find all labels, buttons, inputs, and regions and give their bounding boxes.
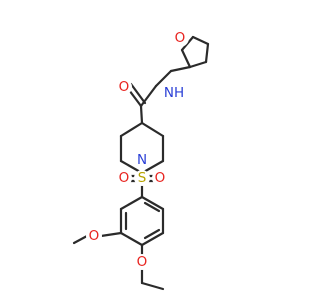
bond-ar-4 [119,231,144,247]
bond-ar-1 [140,195,165,211]
bond-co-2 [129,82,147,105]
bond-ar-6 [119,195,144,211]
methoxy-oxygen-lower-label: O [137,254,148,270]
structure-canvas: O NH O N S O O O O [72,29,210,291]
sulfonyl-oxygen-right-label: O [155,170,166,186]
carbonyl-oxygen-label: O [119,79,130,95]
atom-labels: O NH O N S O O O O [89,30,186,270]
bond-thf-2 [191,35,210,46]
bond-ar-double-2 [143,228,161,240]
amide-nh-label: NH [164,85,184,101]
bond-thf-1 [180,35,195,52]
bond-ome-upper-1 [99,231,123,238]
bond-ch2-1 [169,65,192,73]
ring-oxygen-label: O [175,30,186,46]
bond-thf-4 [188,60,208,69]
methoxy-oxygen-upper-label: O [89,228,100,244]
bond-thf-3 [204,42,210,64]
bond-ar-double-1 [143,201,161,213]
bond-ome-lower-3 [140,281,165,291]
molecule-diagram: O NH O N S O O O O [72,29,210,291]
piperidine-nitrogen-label: N [137,152,147,168]
bond-pip-1 [140,121,165,138]
bond-ome-upper-2 [72,234,89,245]
sulfur-label: S [138,170,147,186]
sulfonyl-oxygen-left-label: O [119,170,130,186]
bond-ch2-2 [154,69,173,88]
bond-pip-6 [119,121,144,138]
atom-masks [86,29,189,270]
bond-nh-c [139,84,158,108]
bond-c-pip [139,104,144,125]
bond-thf-5 [180,48,192,69]
bond-ar-3 [140,231,165,247]
